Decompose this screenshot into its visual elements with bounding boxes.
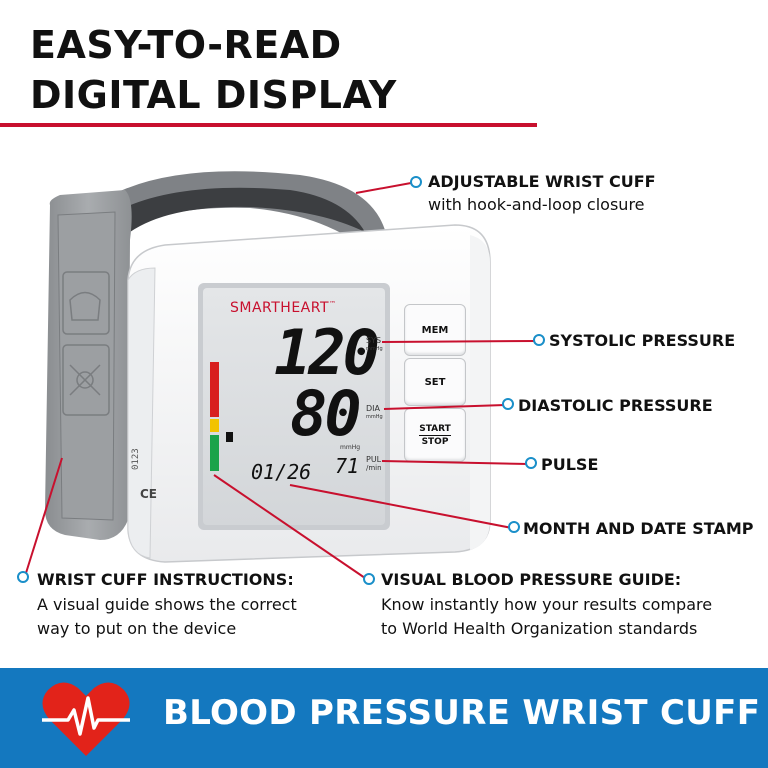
sys-label: SYS mmHg [366, 336, 383, 354]
device-brand: SMARTHEART™ [230, 300, 337, 316]
wrist-cuff [45, 171, 385, 540]
systolic-readout: 120 [274, 316, 380, 389]
callout-date-stamp: MONTH AND DATE STAMP [523, 519, 753, 538]
pul-label-text: PUL [366, 455, 382, 464]
mem-button[interactable]: MEM [404, 304, 466, 356]
device-side-markings: 0123 CE [131, 448, 157, 501]
callout-dot-guide [363, 573, 375, 585]
set-button-label: SET [424, 376, 446, 388]
pul-label: PUL /min [366, 455, 382, 473]
callout-cuff-title: ADJUSTABLE WRIST CUFF [428, 172, 656, 191]
bottom-banner [0, 668, 768, 768]
callout-guide-desc-1: Know instantly how your results compare [381, 595, 713, 614]
callout-adjustable-cuff: ADJUSTABLE WRIST CUFF with hook-and-loop… [428, 172, 656, 217]
dia-label: DIA mmHg [366, 404, 383, 422]
stop-label: STOP [421, 436, 449, 447]
set-button[interactable]: SET [404, 358, 466, 406]
start-label: START [419, 423, 451, 436]
callout-dot-diastolic [502, 398, 514, 410]
callout-pulse: PULSE [541, 455, 598, 474]
callout-dot-systolic [533, 334, 545, 346]
brand-trademark: ™ [329, 300, 337, 308]
sys-label-text: SYS [366, 336, 382, 345]
callout-instructions-desc-2: way to put on the device [37, 619, 237, 638]
callout-systolic: SYSTOLIC PRESSURE [549, 331, 735, 350]
callout-instructions-title: WRIST CUFF INSTRUCTIONS: [37, 570, 294, 589]
mmhg-unit-label: mmHg [340, 444, 361, 451]
dia-label-text: DIA [366, 404, 380, 413]
callout-cuff-instructions: WRIST CUFF INSTRUCTIONS: A visual guide … [37, 570, 297, 641]
callout-bp-guide: VISUAL BLOOD PRESSURE GUIDE: Know instan… [381, 570, 712, 641]
callout-diastolic-title: DIASTOLIC PRESSURE [518, 396, 713, 415]
headline-line-1: EASY-TO-READ [30, 23, 342, 67]
start-stop-button[interactable]: START STOP [404, 408, 466, 462]
callout-dot-date [508, 521, 520, 533]
callout-systolic-title: SYSTOLIC PRESSURE [549, 331, 736, 350]
svg-text:CE: CE [140, 487, 157, 501]
headline-rule [0, 123, 537, 127]
callout-cuff-desc: with hook-and-loop closure [428, 195, 645, 214]
bp-guide-bars [210, 362, 233, 471]
pul-label-unit: /min [366, 464, 382, 472]
callout-dot-instructions [17, 571, 29, 583]
brand-name: SMARTHEART [230, 300, 330, 316]
headline-line-2: DIGITAL DISPLAY [30, 73, 397, 117]
callout-dot-pulse [525, 457, 537, 469]
callout-dot-cuff [410, 176, 422, 188]
callout-pulse-title: PULSE [541, 455, 599, 474]
headline: EASY-TO-READ DIGITAL DISPLAY [30, 20, 397, 120]
mem-button-label: MEM [421, 324, 449, 336]
lcd-screen [203, 288, 385, 525]
dia-label-unit: mmHg [366, 414, 383, 420]
callout-guide-desc-2: to World Health Organization standards [381, 619, 698, 638]
callout-diastolic: DIASTOLIC PRESSURE [518, 396, 713, 415]
sys-label-unit: mmHg [366, 346, 383, 352]
callout-instructions-desc-1: A visual guide shows the correct [37, 595, 297, 614]
cuff-instruction-panel [62, 271, 110, 416]
pulse-readout: 71 [335, 454, 360, 478]
date-readout: 01/26 [251, 460, 312, 484]
callout-guide-title: VISUAL BLOOD PRESSURE GUIDE: [381, 570, 682, 589]
banner-title: BLOOD PRESSURE WRIST CUFF [163, 693, 761, 733]
heart-pulse-icon [42, 682, 130, 756]
diastolic-readout: 80 [290, 377, 362, 450]
callout-date-title: MONTH AND DATE STAMP [523, 519, 754, 538]
svg-text:0123: 0123 [131, 448, 141, 470]
